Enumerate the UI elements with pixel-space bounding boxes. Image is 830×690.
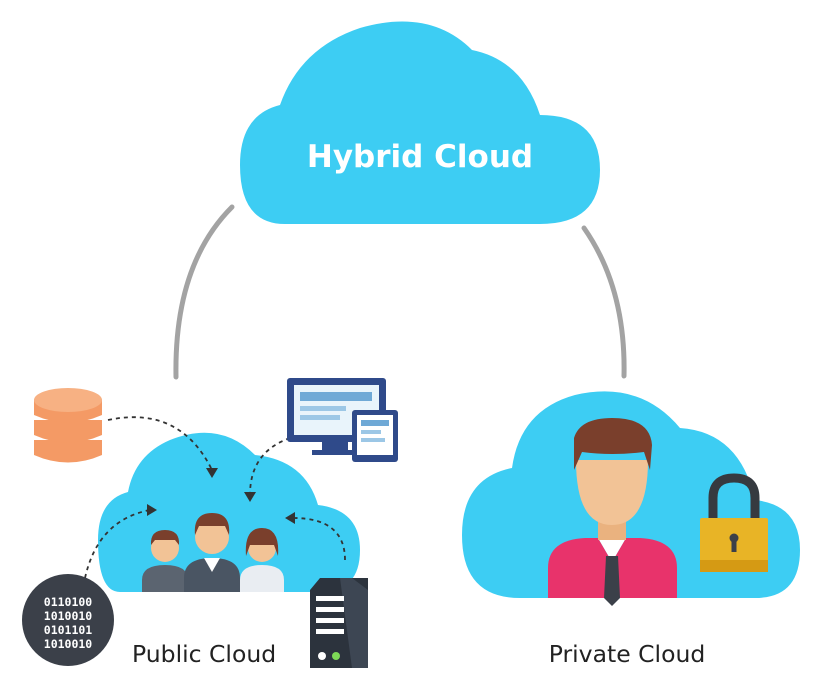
user-avatar-icon <box>548 418 677 606</box>
hybrid-cloud <box>240 21 600 225</box>
data-flow-arrows <box>84 416 346 579</box>
private-cloud-label: Private Cloud <box>549 640 706 668</box>
devices-icon <box>287 378 398 462</box>
hybrid-cloud-label: Hybrid Cloud <box>307 139 533 175</box>
connector-right <box>581 225 627 379</box>
padlock-icon <box>700 473 768 572</box>
server-icon <box>310 578 368 668</box>
binary-line-3: 0101101 <box>44 623 93 637</box>
binary-line-1: 0110100 <box>44 595 93 609</box>
arrowheads <box>147 468 295 524</box>
users-group-icon <box>142 513 284 592</box>
connector-left <box>173 204 235 380</box>
binary-line-4: 1010010 <box>44 637 93 651</box>
binary-disk-icon: 0110100 1010010 0101101 1010010 <box>22 574 114 666</box>
public-cloud-label: Public Cloud <box>132 640 276 668</box>
database-icon <box>34 388 102 463</box>
binary-line-2: 1010010 <box>44 609 93 623</box>
